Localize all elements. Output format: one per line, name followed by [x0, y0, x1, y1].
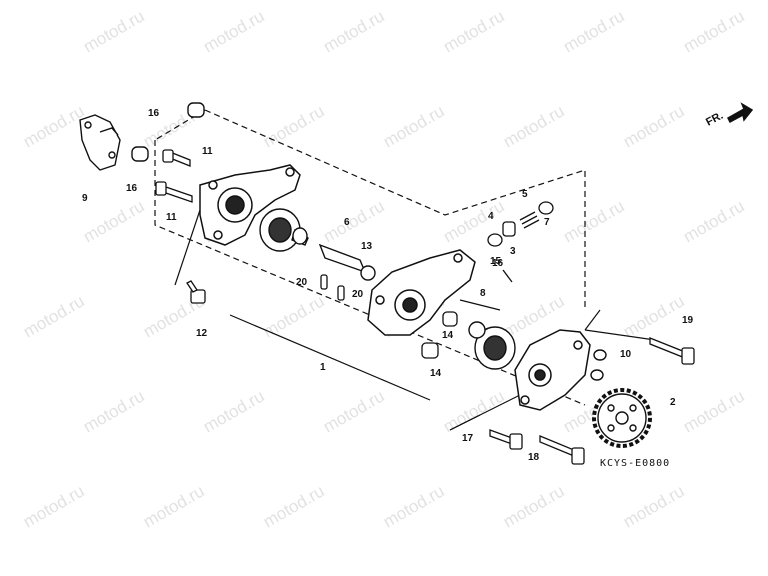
- pump-cover-right: [514, 329, 591, 411]
- bolt-17: [489, 429, 523, 450]
- callout-14-lower: 14: [430, 368, 442, 379]
- callout-7: 7: [544, 217, 550, 228]
- callout-13: 13: [361, 241, 373, 252]
- pump-shaft: [318, 243, 376, 281]
- pump-housing-center: [367, 249, 476, 336]
- dowel-pins: [131, 102, 205, 162]
- bolt-12: [186, 280, 206, 304]
- front-arrow: [727, 102, 754, 124]
- driven-gear-2: [592, 388, 652, 448]
- diagram-code: KCYS-E0800: [600, 458, 671, 469]
- callout-8: 8: [480, 288, 486, 299]
- callout-15: 15: [490, 256, 502, 267]
- relief-valve-parts: [487, 201, 554, 283]
- callout-12: 12: [196, 328, 208, 339]
- callout-11-lower: 11: [166, 212, 177, 223]
- assembly-outline: [204, 109, 586, 310]
- pump-housing-left: [199, 164, 301, 246]
- bracket-part-9: [79, 114, 121, 171]
- pins-20: [320, 274, 345, 301]
- callout-10: 10: [620, 349, 632, 360]
- bolt-19: [649, 337, 695, 365]
- o-rings-10: [590, 349, 607, 381]
- callout-17: 17: [462, 433, 474, 444]
- dowels-14: [421, 311, 458, 359]
- bolts-11: [155, 149, 193, 203]
- callout-16-left: 16: [126, 183, 138, 194]
- callout-11-upper: 11: [202, 146, 213, 157]
- callout-5: 5: [522, 189, 528, 200]
- callout-6: 6: [344, 217, 350, 228]
- callout-16-top: 16: [148, 108, 160, 119]
- callout-4: 4: [488, 211, 494, 222]
- callout-9: 9: [82, 193, 88, 204]
- callout-3: 3: [510, 246, 516, 257]
- callout-2: 2: [670, 397, 676, 408]
- callout-19: 19: [682, 315, 694, 326]
- callout-14-upper: 14: [442, 330, 454, 341]
- callout-16-center: 16: [492, 258, 504, 269]
- callout-20-right: 20: [352, 289, 364, 300]
- assembly-outline-left: [154, 140, 586, 406]
- callout-1: 1: [320, 362, 326, 373]
- rotor-set-8: [468, 321, 516, 370]
- callout-18: 18: [528, 452, 540, 463]
- bolt-18: [539, 435, 585, 465]
- rotor-set-6: [259, 208, 309, 252]
- callout-20-left: 20: [296, 277, 308, 288]
